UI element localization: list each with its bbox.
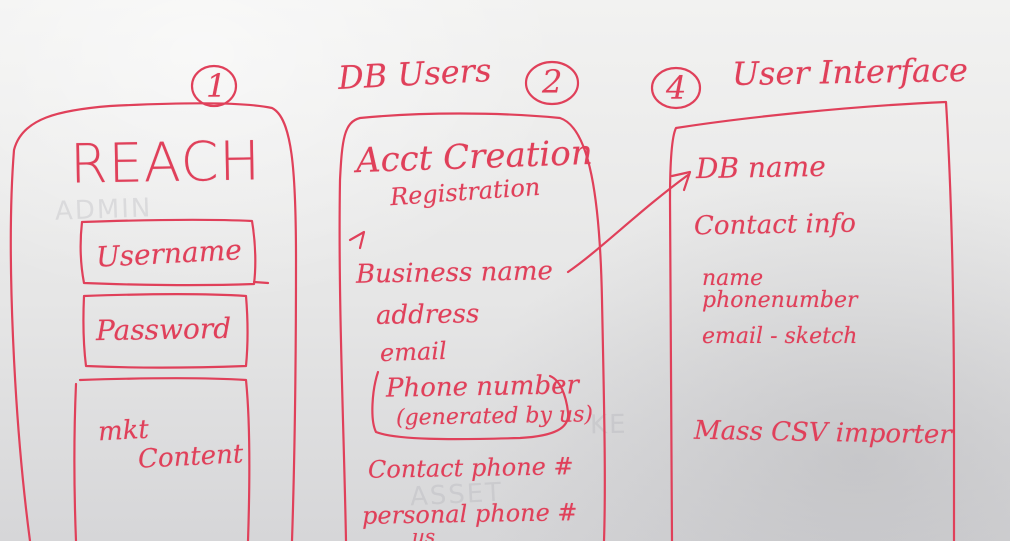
column-2-heading: DB Users bbox=[337, 51, 493, 97]
content-label: Content bbox=[137, 439, 245, 475]
acct-creation-label: Acct Creation bbox=[355, 132, 594, 182]
number-circle-4 bbox=[650, 66, 702, 110]
db-name-label: DB name bbox=[695, 149, 827, 186]
connector-arrowhead bbox=[670, 170, 692, 192]
contact-info-label: Contact info bbox=[693, 208, 857, 242]
contact-phone-label: Contact phone # bbox=[367, 452, 574, 484]
email-label: email bbox=[379, 336, 448, 368]
mkt-content-box bbox=[78, 377, 251, 541]
column-4-heading: User Interface bbox=[731, 50, 969, 94]
column-1-number: 1 bbox=[206, 67, 227, 105]
column-2-phone-outline bbox=[338, 112, 606, 541]
mkt-label: mkt bbox=[97, 414, 150, 448]
phonenumber-label: phonenumber bbox=[702, 288, 858, 313]
number-circle-1 bbox=[190, 64, 238, 108]
personal-phone-label: personal phone # bbox=[361, 498, 578, 530]
column-1-phone-outline bbox=[9, 102, 298, 541]
column-2-number: 2 bbox=[542, 63, 563, 101]
email-sketch-label: email - sketch bbox=[702, 324, 858, 349]
mkt-content-box-left bbox=[73, 382, 78, 541]
number-circle-2 bbox=[524, 60, 580, 106]
phone-number-label: Phone number bbox=[385, 370, 580, 404]
connector-arrow bbox=[566, 173, 690, 274]
column-1-title: REACH bbox=[69, 129, 262, 196]
generated-by-us-label: (generated by us) bbox=[395, 402, 594, 431]
address-label: address bbox=[375, 299, 480, 331]
phone-number-bracket bbox=[371, 370, 570, 441]
username-box bbox=[79, 218, 257, 287]
name-label: name bbox=[702, 266, 764, 291]
column-4-phone-outline bbox=[668, 100, 956, 541]
column-4-number: 4 bbox=[666, 69, 687, 107]
small-arrow-mark bbox=[348, 230, 366, 250]
password-field-label: Password bbox=[95, 311, 232, 348]
username-field-label: Username bbox=[95, 233, 243, 274]
us-label: us bbox=[412, 524, 436, 541]
username-box-tail bbox=[252, 280, 270, 285]
mass-csv-importer-label: Mass CSV importer bbox=[693, 415, 953, 451]
password-box bbox=[82, 293, 249, 369]
business-name-label: Business name bbox=[355, 256, 554, 290]
